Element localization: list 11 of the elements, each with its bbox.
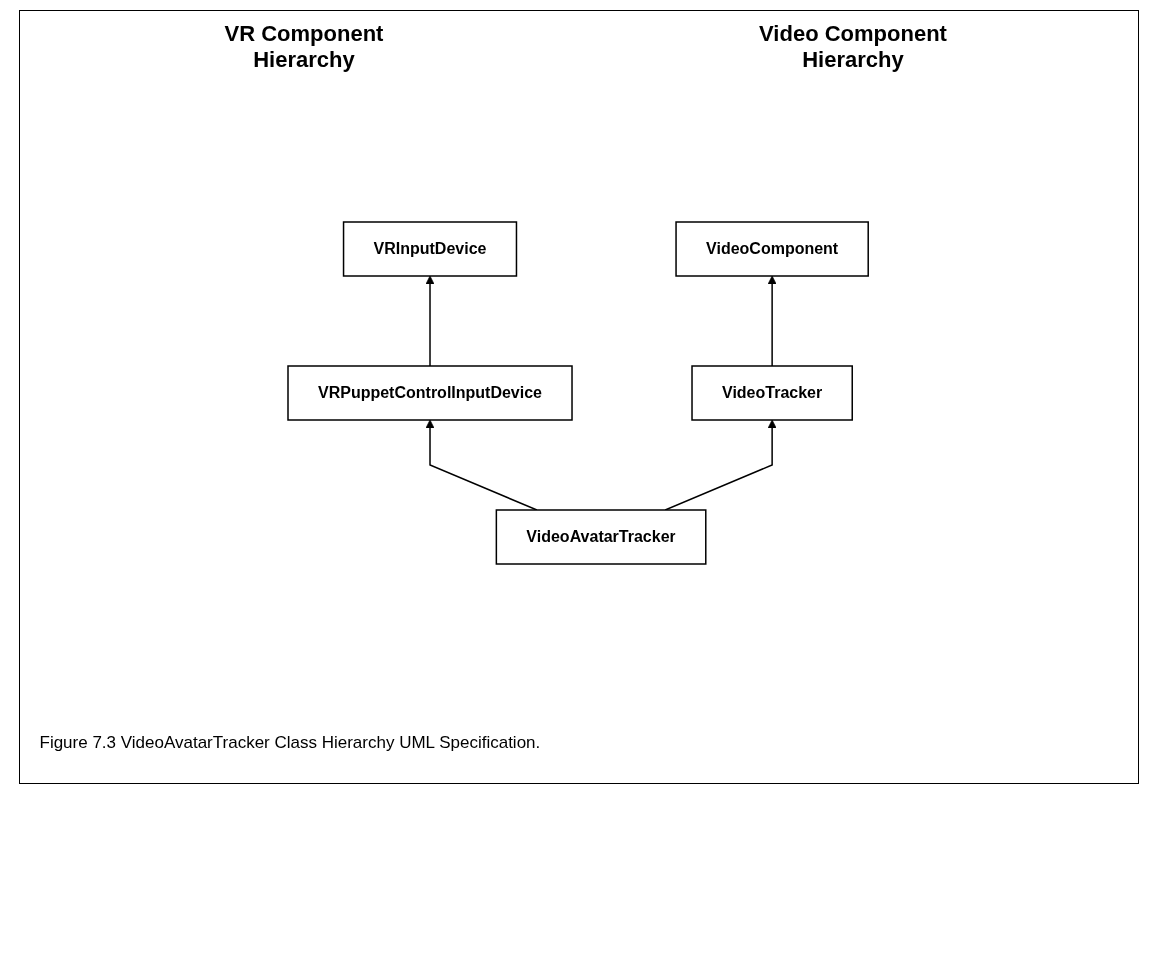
- node-box: VideoComponent: [675, 221, 870, 277]
- figure-caption: Figure 7.3 VideoAvatarTracker Class Hierarchy UML Specification.: [39, 733, 542, 753]
- node-box: VideoTracker: [691, 365, 854, 421]
- node-box: VRInputDevice: [343, 221, 518, 277]
- hierarchy-heading: Video Component Hierarchy: [758, 21, 948, 73]
- hierarchy-heading: VR Component Hierarchy: [223, 21, 385, 73]
- arrow: [426, 275, 435, 367]
- node-box: VideoAvatarTracker: [496, 509, 707, 565]
- arrow: [768, 275, 777, 367]
- arrow: [664, 419, 777, 511]
- node-box: VRPuppetControlInputDevice: [287, 365, 574, 421]
